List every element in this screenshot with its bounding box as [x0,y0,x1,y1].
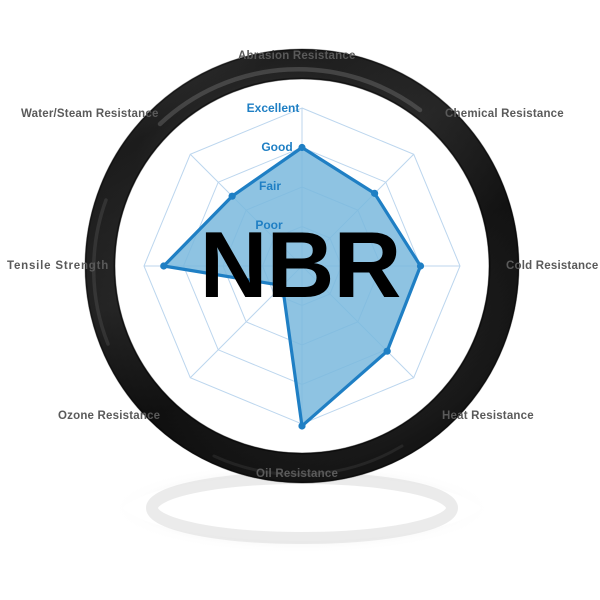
axis-label-oil-resistance: Oil Resistance [256,468,339,480]
radar-data-point [160,262,168,270]
oring-shading [85,49,519,483]
brand-wordmark: NBR [199,212,402,317]
radar-data-point [228,192,236,200]
radar-data-point [416,262,425,270]
radar-data-point [371,189,379,197]
oring-highlight-top [157,66,423,127]
radar-data-point [383,347,391,355]
radar-series-points [160,143,425,430]
axis-label-ozone-resistance: Ozone Resistance [58,410,161,422]
radar-data-point [298,422,306,430]
axis-label-heat-resistance: Heat Resistance [442,410,534,422]
oring-highlight-bottom [212,444,404,476]
axis-label-water-steam-resistance: Water/Steam Resistance [21,108,159,120]
oring-inner-edge [113,77,491,455]
axis-label-tensile-strength: Tensile Strength [7,260,110,272]
scale-label-fair: Fair [258,179,282,193]
oring-outer-edge [84,48,520,484]
radar-data-point [298,143,306,152]
scale-label-poor: Poor [255,218,283,232]
radar-data-point [278,281,287,290]
axis-label-cold-resistance: Cold Resistance [506,260,599,272]
axis-label-chemical-resistance: Chemical Resistance [445,108,564,120]
scale-label-excellent: Excellent [246,101,300,115]
axis-label-abrasion-resistance: Abrasion Resistance [238,50,356,62]
oring-highlight-left [91,198,110,346]
scale-label-good: Good [261,140,293,154]
